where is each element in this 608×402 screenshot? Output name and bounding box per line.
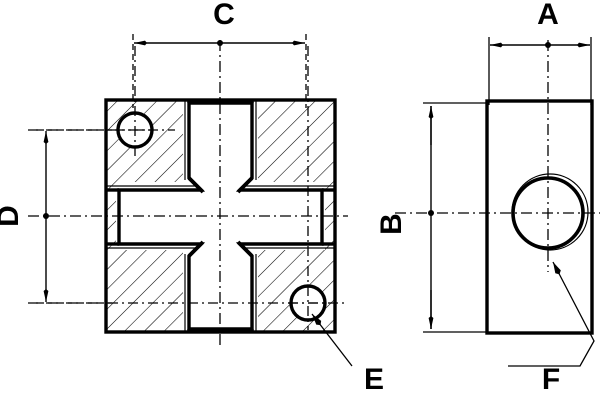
callout-e: E [311,313,384,396]
side-view [395,40,600,335]
dimension-a-label: A [537,0,559,31]
side-view-bore [511,176,585,250]
cavity-wall-thin-lines [106,100,335,332]
dimension-a: A [488,0,592,105]
dimension-c: C [132,0,307,108]
side-view-outline [485,99,594,335]
dimension-c-label: C [213,0,235,31]
dimension-d-label: D [0,205,25,227]
callout-e-leader [311,313,353,367]
cavity-arm-ends [106,100,335,332]
dimension-d-center-dot [43,213,49,219]
callout-f-leader [508,261,595,367]
callout-f: F [508,261,595,396]
dimension-c-center-dot [217,40,223,46]
dimension-b-label: B [375,213,408,235]
inner-corner-chamfers [187,176,254,258]
hatch-fill [106,100,335,332]
center-lines-side [395,40,600,272]
callout-f-label: F [542,363,560,396]
dimension-d: D [0,129,112,304]
dimension-b: B [375,102,487,333]
dimension-a-center-dot [545,42,551,48]
section-hatching [106,100,335,332]
callout-e-label: E [364,363,384,396]
center-lines-front [28,40,348,345]
front-section-view [28,40,348,345]
dimension-b-center-dot [428,210,434,216]
